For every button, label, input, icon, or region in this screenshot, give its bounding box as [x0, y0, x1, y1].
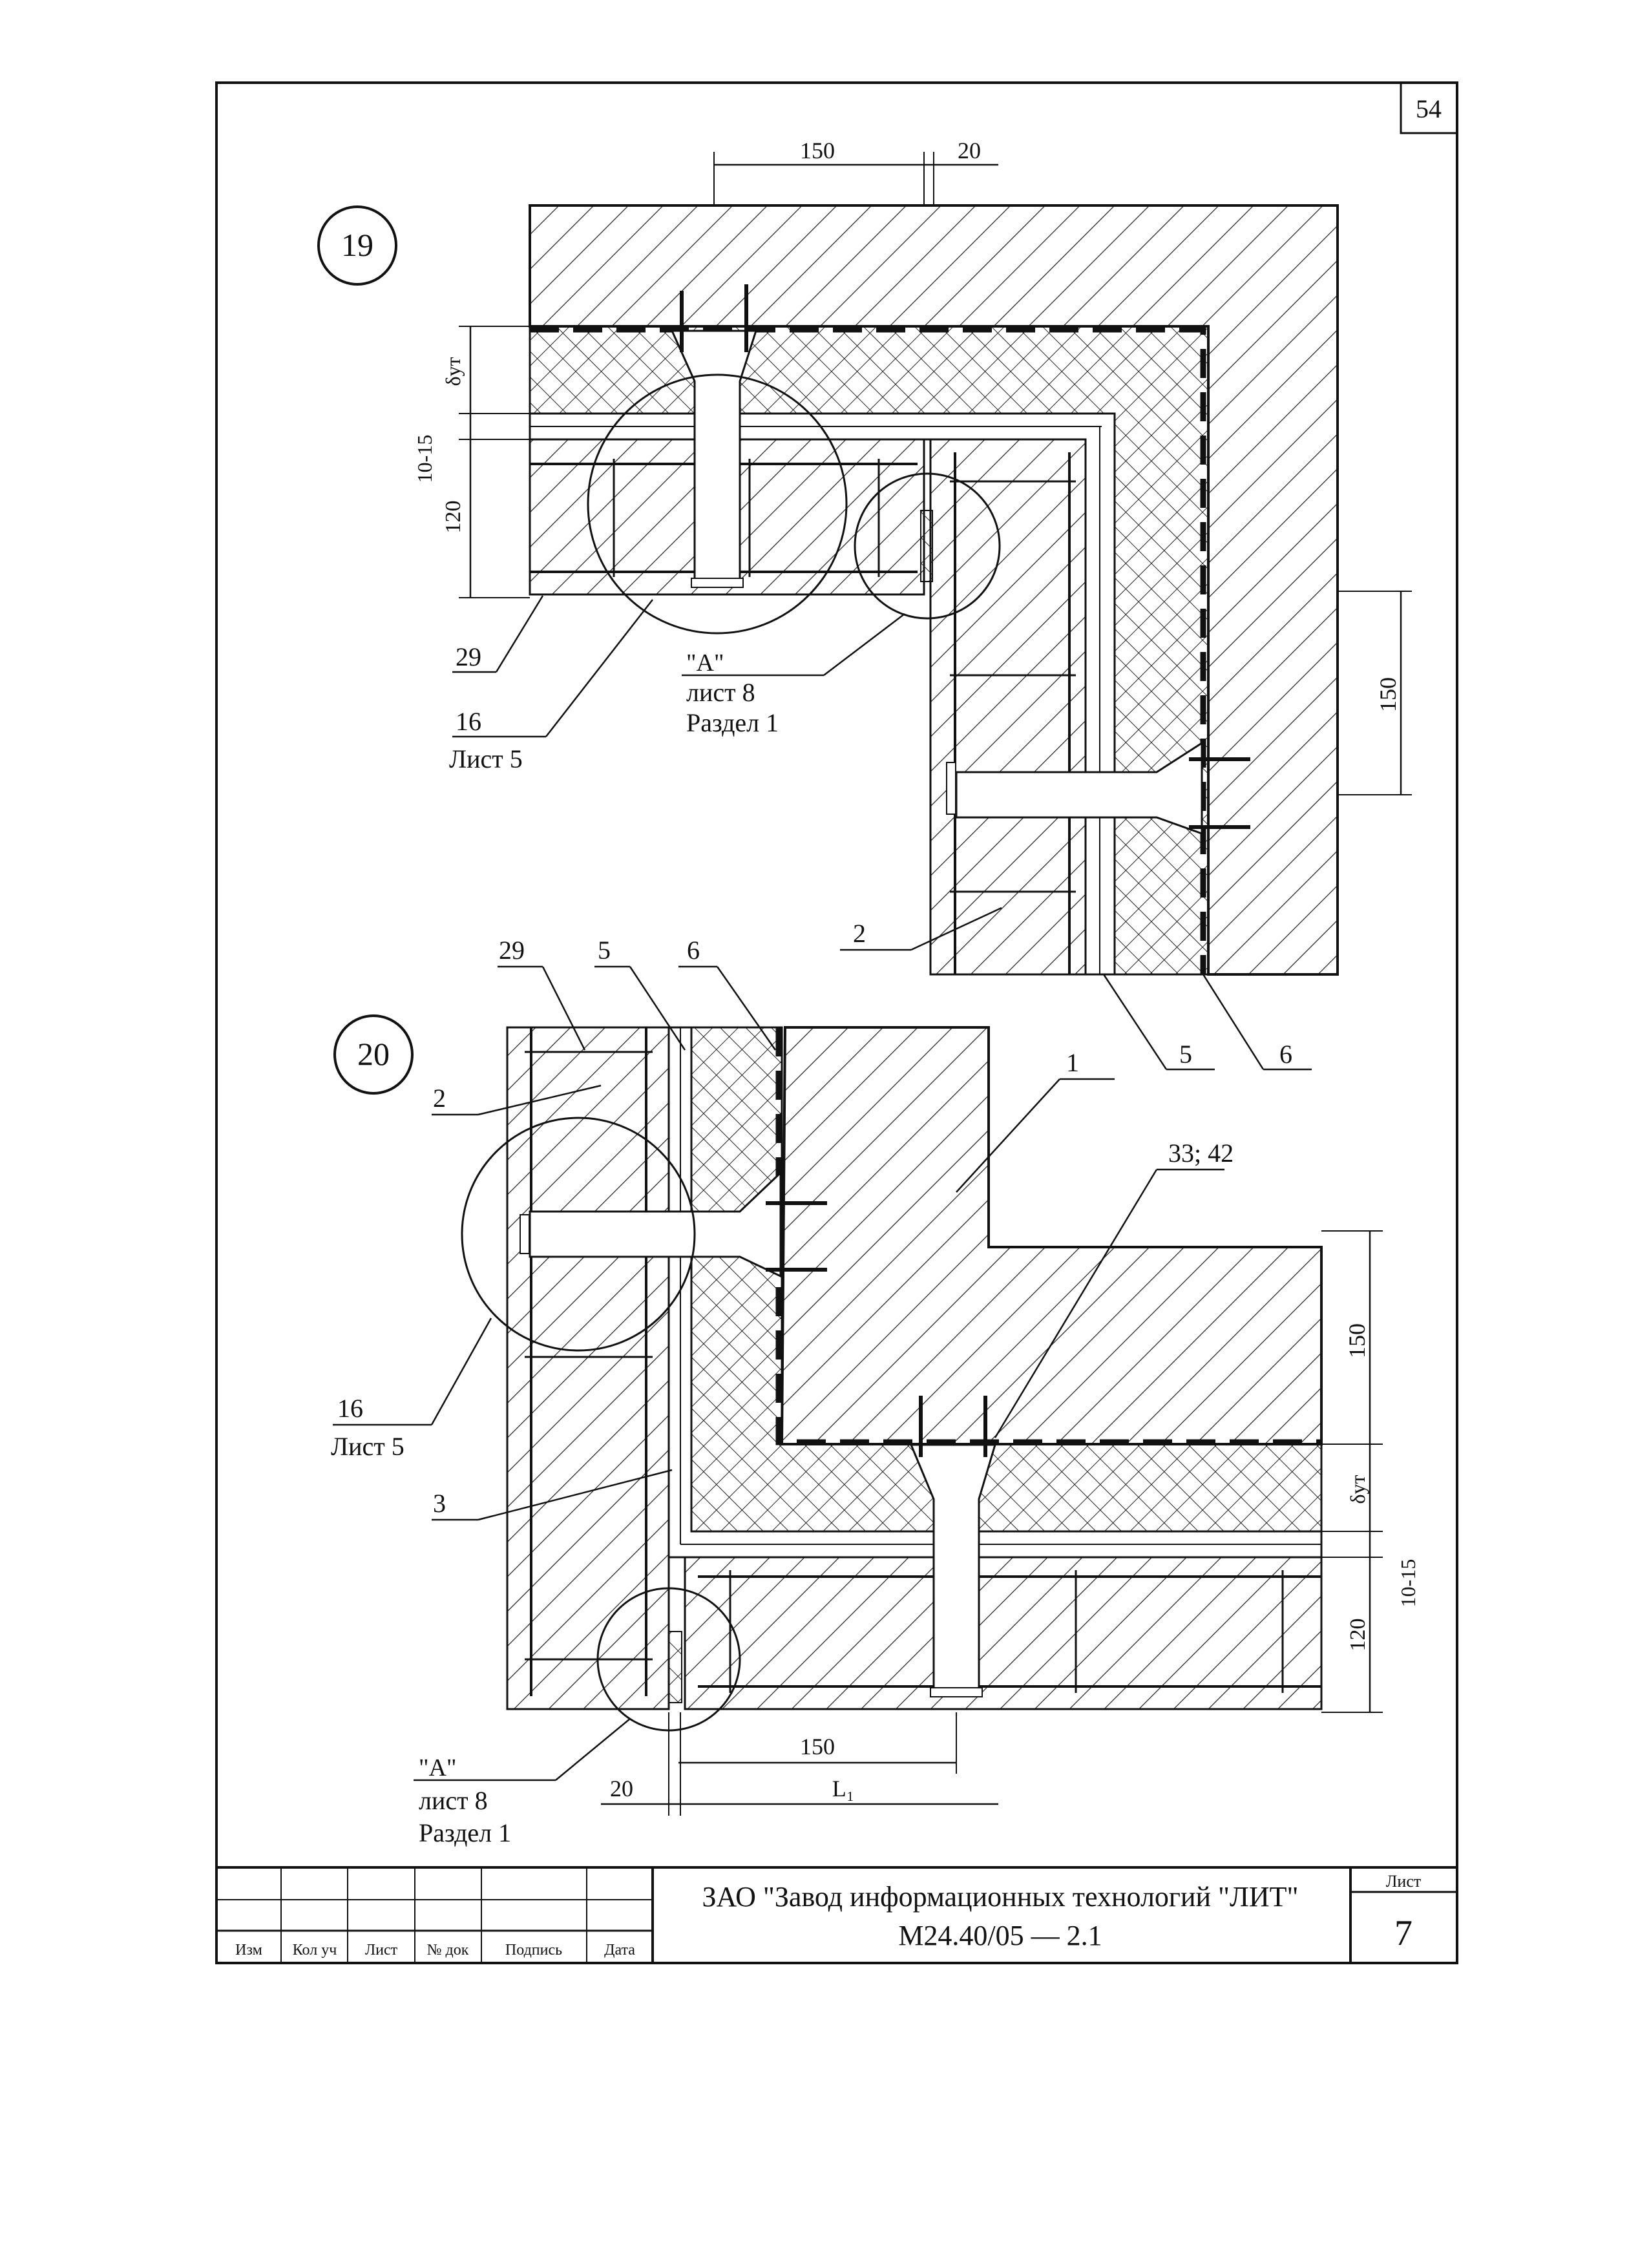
d20-vertical-panel: [506, 1026, 670, 1710]
d20-dim-20-bottom: 20: [610, 1776, 633, 1801]
d19-dim-120: 120: [441, 501, 465, 534]
d20-label-1: 1: [1066, 1048, 1079, 1077]
tb-col-kol-uch: Кол уч: [293, 1942, 337, 1958]
tb-sheet-number: 7: [1394, 1913, 1413, 1953]
tb-sheet-label: Лист: [1386, 1872, 1421, 1891]
title-block: Изм Кол уч Лист № док Подпись Дата ЗАО "…: [216, 1866, 1457, 1963]
d20-label-a-section: Раздел 1: [419, 1818, 511, 1847]
d20-label-16-sheet: Лист 5: [331, 1432, 404, 1461]
d20-label-2: 2: [433, 1084, 446, 1113]
d19-dim-20-top: 20: [958, 138, 981, 163]
d20-dim-150-bottom: 150: [800, 1734, 835, 1759]
d20-label-29: 29: [499, 936, 525, 965]
page-number-box: [1400, 81, 1458, 134]
tb-company: ЗАО "Завод информационных технологий "ЛИ…: [702, 1881, 1299, 1913]
d20-dim-150-right: 150: [1344, 1323, 1370, 1358]
d20-dim-insulation: δут: [1346, 1475, 1369, 1504]
d19-label-a-section: Раздел 1: [686, 708, 779, 737]
d20-label-33-42: 33; 42: [1168, 1139, 1234, 1168]
detail-19-marker: [317, 205, 397, 286]
d20-joint-sealant: [668, 1631, 682, 1703]
tb-code: М24.40/05 — 2.1: [898, 1920, 1102, 1951]
tb-col-podpis: Подпись: [505, 1942, 562, 1958]
detail-20-marker: [333, 1014, 414, 1095]
page-number: 54: [1416, 94, 1442, 123]
d20-label-a-sheet: лист 8: [419, 1786, 488, 1815]
d19-dim-150-top: 150: [800, 138, 835, 163]
detail-19-number: 19: [341, 227, 373, 263]
detail-20: 20 150 δут 10-15 120 150 20 L₁ 29 5 6 2: [331, 936, 1420, 1847]
d19-label-16-sheet: Лист 5: [449, 744, 523, 773]
d19-joint-sealant: [920, 510, 933, 582]
d19-label-a: "A": [686, 649, 724, 677]
d20-detail-circle-16: [461, 1117, 696, 1352]
d19-dim-10-15: 10-15: [413, 435, 436, 483]
d19-detail-circle-a: [854, 472, 1001, 620]
d20-label-a: "A": [419, 1754, 456, 1781]
d20-label-6: 6: [687, 936, 700, 965]
sheet-frame: [215, 81, 1458, 1964]
tb-col-list: Лист: [365, 1942, 398, 1958]
d20-label-5: 5: [598, 936, 611, 965]
tb-col-data: Дата: [604, 1942, 635, 1958]
d20-anchor-left: [529, 1170, 782, 1278]
d19-label-5: 5: [1179, 1040, 1192, 1069]
tb-col-izm: Изм: [235, 1942, 262, 1958]
d19-label-6: 6: [1279, 1040, 1292, 1069]
d20-dim-10-15: 10-15: [1396, 1559, 1420, 1608]
d20-label-3: 3: [433, 1489, 446, 1518]
d19-dim-150-right: 150: [1375, 677, 1401, 712]
d19-dim-insulation: δут: [441, 357, 465, 386]
d20-dim-120: 120: [1346, 1619, 1370, 1652]
detail-20-number: 20: [357, 1036, 390, 1072]
d19-label-a-sheet: лист 8: [686, 678, 755, 707]
d20-dim-l1: L₁: [832, 1776, 855, 1801]
d20-label-16: 16: [337, 1394, 363, 1423]
d19-detail-circle-16: [587, 373, 848, 635]
d20-horizontal-panel: [684, 1556, 1323, 1710]
detail-19: 19 150 20 δут 10-15 120 150 29 16 Лист 5…: [317, 138, 1412, 1071]
d19-label-2: 2: [853, 919, 866, 948]
d19-anchor-right: [955, 741, 1203, 835]
tb-col-n-dok: № док: [427, 1942, 469, 1958]
d19-label-16: 16: [456, 707, 481, 736]
d19-label-29: 29: [456, 642, 481, 671]
d20-concrete-wall: [780, 1026, 1323, 1445]
